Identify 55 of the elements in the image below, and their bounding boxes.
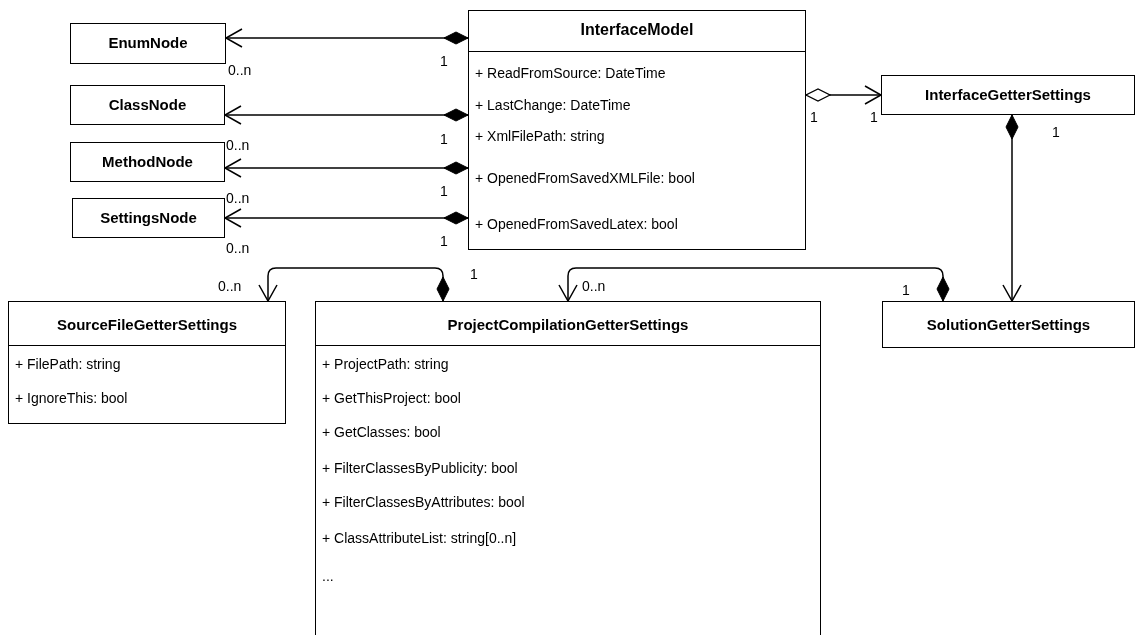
- class-attribute: + OpenedFromSavedXMLFile: bool: [475, 170, 696, 186]
- class-attribute: + FilterClassesByAttributes: bool: [322, 494, 526, 510]
- multiplicity-label: 0..n: [228, 62, 252, 78]
- multiplicity-label: 1: [870, 109, 878, 125]
- association-arrow: [224, 105, 469, 125]
- multiplicity-label: 1: [440, 53, 448, 69]
- class-attribute: + XmlFilePath: string: [475, 128, 606, 144]
- class-name: SettingsNode: [99, 209, 198, 226]
- class-name: InterfaceModel: [579, 21, 695, 39]
- class-name: MethodNode: [101, 153, 194, 170]
- association-arrow: [258, 267, 450, 302]
- multiplicity-label: 0..n: [218, 278, 242, 294]
- multiplicity-label: 1: [440, 183, 448, 199]
- class-box: [70, 142, 225, 182]
- multiplicity-label: 1: [1052, 124, 1060, 140]
- class-box: [881, 75, 1135, 115]
- class-name: EnumNode: [107, 34, 189, 51]
- class-attribute: + FilePath: string: [15, 356, 122, 372]
- class-attribute: ...: [322, 568, 335, 584]
- class-attribute: + ProjectPath: string: [322, 356, 450, 372]
- multiplicity-label: 1: [440, 233, 448, 249]
- association-arrow: [558, 267, 950, 302]
- multiplicity-label: 1: [470, 266, 478, 282]
- class-attribute: + IgnoreThis: bool: [15, 390, 129, 406]
- class-box: [72, 198, 225, 238]
- class-box: [315, 301, 821, 635]
- class-name: InterfaceGetterSettings: [924, 86, 1092, 103]
- class-name: ProjectCompilationGetterSettings: [446, 316, 690, 333]
- class-attribute: + LastChange: DateTime: [475, 97, 632, 113]
- multiplicity-label: 1: [440, 131, 448, 147]
- multiplicity-label: 1: [902, 282, 910, 298]
- class-box: [70, 23, 226, 64]
- class-attribute: + ReadFromSource: DateTime: [475, 65, 667, 81]
- multiplicity-label: 0..n: [226, 190, 250, 206]
- multiplicity-label: 0..n: [226, 240, 250, 256]
- class-name: SourceFileGetterSettings: [55, 316, 238, 333]
- class-attribute: + GetClasses: bool: [322, 424, 442, 440]
- association-arrow: [805, 85, 882, 105]
- association-arrow: [1002, 114, 1022, 302]
- association-arrow: [224, 208, 469, 228]
- class-name: SolutionGetterSettings: [925, 316, 1092, 333]
- class-attribute: + FilterClassesByPublicity: bool: [322, 460, 519, 476]
- association-arrow: [225, 28, 469, 48]
- class-box: [882, 301, 1135, 348]
- class-attribute: + GetThisProject: bool: [322, 390, 462, 406]
- class-attribute: + OpenedFromSavedLatex: bool: [475, 216, 679, 232]
- class-attribute: + ClassAttributeList: string[0..n]: [322, 530, 518, 546]
- class-box: [8, 301, 286, 424]
- multiplicity-label: 1: [810, 109, 818, 125]
- class-name: ClassNode: [107, 96, 188, 113]
- multiplicity-label: 0..n: [582, 278, 606, 294]
- association-arrow: [224, 158, 469, 178]
- class-box: [468, 10, 806, 250]
- class-box: [70, 85, 225, 125]
- multiplicity-label: 0..n: [226, 137, 250, 153]
